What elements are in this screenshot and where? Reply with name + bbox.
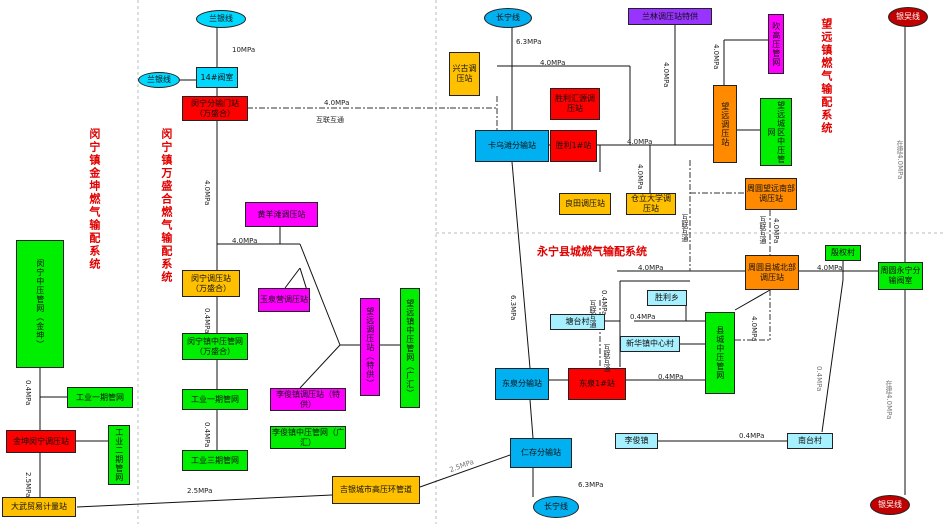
huangyangtan-station: 黄羊滩调压站: [245, 202, 318, 227]
shengli-1-station: 胜利1#站: [550, 130, 597, 162]
label-interconn: 互联互通: [316, 116, 344, 124]
label-40mpa-south: 4.0MPa: [772, 218, 780, 244]
label-40mpa-wsh: 4.0MPa: [203, 180, 211, 206]
industrial-phase3-wsh: 工业三期管网: [182, 450, 248, 471]
minning-zone-pipe-network: 闵宁镇中压管网（万盛合）: [182, 333, 248, 360]
yinchuan-high-pressure-ring: 吉银城市高压环管道: [332, 476, 420, 504]
industrial-phase1-jk: 工业一期管网: [67, 387, 133, 408]
cangli-university-station: 仓立大学调压站: [626, 193, 676, 215]
title-wangyuan-system: 望远镇燃气输配系统: [819, 18, 833, 135]
label-40mpa-branch: 4.0MPa: [232, 237, 258, 245]
shengli-township: 胜利乡: [647, 290, 687, 306]
zhouyuan-north-station: 周圆县城北部调压站: [745, 255, 799, 290]
label-10mpa: 10MPa: [232, 46, 256, 54]
label-40mpa-sanlin: 4.0MPa: [662, 62, 670, 88]
label-04mpa-sl: 0.4MPa: [600, 290, 608, 316]
label-04mpa-xh: 0.4MPa: [630, 313, 656, 321]
zhouyuan-south-station: 周圆望远南部调压站: [745, 178, 797, 210]
xinhua-center-village: 新华镇中心村: [620, 336, 680, 352]
label-40mpa-link: 4.0MPa: [324, 99, 350, 107]
wangyuan-city-network: 望远城区中压管网: [760, 98, 792, 166]
dongshang-distribution: 东泉分输站: [495, 368, 549, 400]
title-yongning-system: 永宁县城燃气输配系统: [537, 245, 647, 258]
wangyuan-special-station: 望远调压站（特供）: [360, 298, 380, 396]
rongjiang-village: 殷权村: [825, 245, 861, 261]
nantai-village: 南台村: [787, 433, 833, 449]
lijun-special-station: 李俊镇调压站（特供）: [270, 388, 346, 411]
shengli-huiyuan-station: 胜利汇源调压站: [550, 88, 600, 120]
yinwu-line-bottom: 银吴线: [870, 495, 910, 515]
lijun-town: 李俊镇: [615, 433, 658, 449]
title-jinkun-system: 闵宁镇金坤燃气输配系统: [87, 128, 101, 271]
label-interconn-3: 互联互通: [759, 216, 767, 244]
renzi-distribution: 仁存分输站: [510, 438, 572, 468]
industrial-phase1-wsh: 工业一期管网: [182, 389, 248, 410]
label-40mpa-wd: 4.0MPa: [712, 44, 720, 70]
sanlin-special-station: 兰林调压站特供: [628, 8, 712, 25]
wangyuan-town-network: 望远镇中压管网（广汇）: [400, 288, 420, 408]
label-interconn-2: 互联互通: [681, 214, 689, 242]
minning-door-station: 闵宁分输门站（万盛合）: [182, 96, 248, 121]
label-interconn-4: 互联互通: [589, 300, 597, 328]
label-40mpa-county: 4.0MPa: [750, 316, 758, 342]
label-25mpa-bottom: 2.5MPa: [187, 487, 213, 495]
label-25mpa-jk: 2.5MPa: [24, 472, 32, 498]
lanyin-line-left: 兰银线: [138, 72, 180, 88]
jinkun-zone-network: 闵宁中压管网（金坤）: [16, 240, 64, 368]
xinggu-station: 兴古调压站: [449, 52, 480, 96]
label-build-top: 在建4.0MPa: [896, 140, 904, 180]
label-40mpa-kawu: 4.0MPa: [627, 138, 653, 146]
wangyuan-pressure-station: 望远调压站: [713, 85, 737, 163]
jinkun-pressure-station: 金坤闵宁调压站: [6, 430, 76, 453]
label-40mpa-cangli: 4.0MPa: [636, 164, 644, 190]
lanyin-line-top: 兰银线: [196, 10, 246, 28]
label-04mpa-wsh-b: 0.4MPa: [203, 422, 211, 448]
wd-high-pressure: 吹高压管网: [768, 14, 784, 74]
label-04mpa-unused: 互联互通: [603, 344, 611, 372]
label-63mpa-bot: 6.3MPa: [578, 481, 604, 489]
dawu-metering-station: 大武贸易计量站: [2, 497, 76, 517]
label-40mpa-north: 4.0MPa: [817, 264, 843, 272]
changning-line-bottom: 长宁线: [533, 496, 579, 518]
yongning-valve-room: 周圆永宁分输阀室: [878, 262, 923, 290]
label-04mpa-ds1: 0.4MPa: [658, 373, 684, 381]
dongshang-1-station: 东泉1#站: [568, 368, 626, 400]
label-63mpa-mid: 6.3MPa: [509, 295, 517, 321]
label-04mpa-lj: 0.4MPa: [739, 432, 765, 440]
lijun-network: 李俊镇中压管网（广汇）: [270, 426, 346, 449]
title-wansheng-system: 闵宁镇万盛合燃气输配系统: [159, 128, 173, 284]
label-63mpa-top: 6.3MPa: [516, 38, 542, 46]
label-04mpa-nt: 0.4MPa: [815, 366, 823, 392]
valve-station-14: 14#阀室: [196, 67, 238, 88]
taihe-village: 塘台村: [550, 314, 605, 330]
yinwu-line-top: 银吴线: [888, 7, 928, 27]
label-04mpa-wsh: 0.4MPa: [203, 308, 211, 334]
label-build-bot: 在建4.0MPa: [885, 380, 893, 420]
label-40mpa-xinggu: 4.0MPa: [540, 59, 566, 67]
yuquanying-station: 玉泉营调压站: [258, 288, 310, 312]
liangtian-station: 良田调压站: [559, 193, 611, 215]
wanshenghe-pressure-station: 闵宁调压站（万盛合）: [182, 270, 240, 297]
industrial-phase2-jk: 工业二期管网: [108, 425, 130, 485]
changning-line-top: 长宁线: [484, 8, 532, 28]
label-40mpa-dongshang: 4.0MPa: [638, 264, 664, 272]
kawutan-distribution: 卡乌滩分输站: [475, 130, 549, 162]
label-04mpa-jk: 0.4MPa: [24, 380, 32, 406]
county-zone-network: 县城中压管网: [705, 312, 735, 394]
